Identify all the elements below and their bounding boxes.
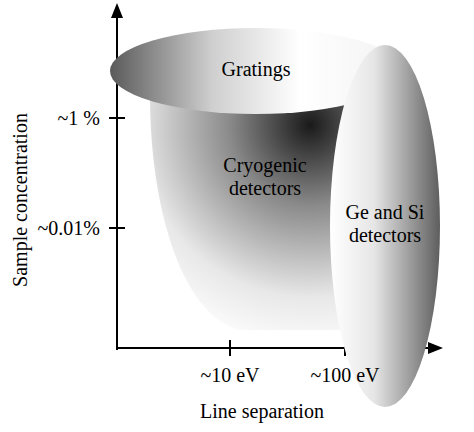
x-tick: [229, 340, 231, 356]
x-axis-arrowhead: [428, 342, 443, 354]
node-text-group: Cryogenic detectors: [200, 154, 330, 200]
y-tick-label: ~0.01%: [38, 217, 100, 239]
region-name: Gratings: [156, 58, 356, 81]
node-text-group: Ge and Si detectors: [337, 201, 433, 247]
x-axis-title: Line separation: [200, 400, 324, 422]
y-tick: [109, 227, 125, 229]
x-tick-label: ~100 eV: [310, 364, 379, 386]
region-name: Cryogenic detectors: [200, 154, 330, 200]
region-name: Ge and Si detectors: [337, 201, 433, 247]
y-tick-label: ~1 %: [58, 107, 100, 129]
cryogenic-region: [150, 80, 360, 330]
node-text-group: Gratings: [156, 58, 356, 81]
region-label-box: Cryogenic detectors: [195, 142, 335, 212]
ellipse-fill: [330, 45, 440, 407]
y-axis-arrowhead: [111, 3, 123, 18]
y-axis-title: Sample concentration: [9, 113, 31, 287]
y-tick: [109, 117, 125, 119]
x-tick-label: ~10 eV: [200, 364, 259, 386]
ellipse-region: Ge and Si detectors: [330, 45, 440, 407]
